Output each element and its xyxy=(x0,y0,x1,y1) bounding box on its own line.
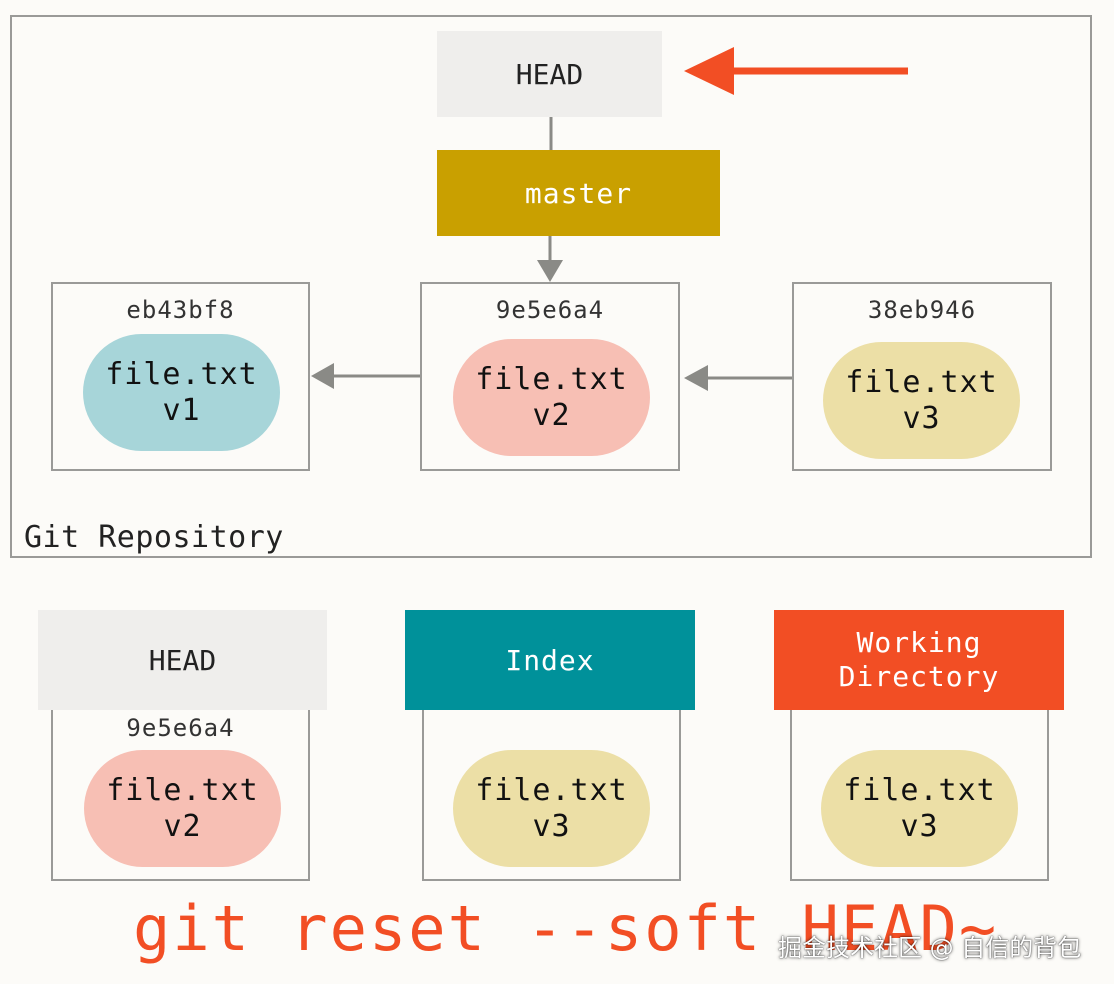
head-area-box: 9e5e6a4 file.txt v2 xyxy=(51,708,310,881)
working-directory-area-header: Working Directory xyxy=(774,610,1064,710)
watermark: 掘金技术社区 @ 自信的背包 xyxy=(778,934,1082,962)
index-area-header: Index xyxy=(405,610,695,710)
working-directory-area-box: file.txt v3 xyxy=(790,708,1049,881)
file-version: v3 xyxy=(900,808,939,844)
file-blob-v1: file.txt v1 xyxy=(83,334,280,451)
file-name: file.txt xyxy=(843,772,996,808)
file-version: v2 xyxy=(163,808,202,844)
head-move-arrow-icon xyxy=(684,47,734,95)
commit-box-eb43bf8: eb43bf8 file.txt v1 xyxy=(51,282,310,471)
repository-label: Git Repository xyxy=(24,520,284,555)
index-area-box: file.txt v3 xyxy=(422,708,681,881)
file-name: file.txt xyxy=(475,361,628,397)
master-branch-ref: master xyxy=(437,150,720,236)
file-name: file.txt xyxy=(106,772,259,808)
commit-hash: eb43bf8 xyxy=(126,296,235,324)
commit-hash: 38eb946 xyxy=(867,296,977,324)
commit2-to-commit1-arrowhead xyxy=(311,363,334,389)
commit-box-38eb946: 38eb946 file.txt v3 xyxy=(792,282,1052,471)
master-to-commit-arrowhead xyxy=(537,260,563,282)
git-command: git reset --soft HEAD~ xyxy=(133,892,999,965)
commit3-to-commit2-arrowhead xyxy=(684,365,708,391)
commit-box-9e5e6a4: 9e5e6a4 file.txt v2 xyxy=(420,282,680,471)
file-blob-v3: file.txt v3 xyxy=(823,342,1020,459)
head-area-header: HEAD xyxy=(38,610,327,710)
file-blob-v2: file.txt v2 xyxy=(453,339,650,456)
file-version: v2 xyxy=(532,397,571,433)
head-ref: HEAD xyxy=(437,31,662,117)
file-version: v3 xyxy=(902,400,941,436)
commit-hash: 9e5e6a4 xyxy=(495,296,605,324)
file-blob-v2: file.txt v2 xyxy=(84,750,281,867)
file-name: file.txt xyxy=(475,772,628,808)
commit-hash: 9e5e6a4 xyxy=(126,714,235,742)
file-name: file.txt xyxy=(105,356,258,392)
git-repository-frame xyxy=(10,15,1092,558)
file-blob-v3: file.txt v3 xyxy=(821,750,1018,867)
file-version: v3 xyxy=(532,808,571,844)
file-blob-v3: file.txt v3 xyxy=(453,750,650,867)
file-version: v1 xyxy=(162,392,201,428)
file-name: file.txt xyxy=(845,364,998,400)
